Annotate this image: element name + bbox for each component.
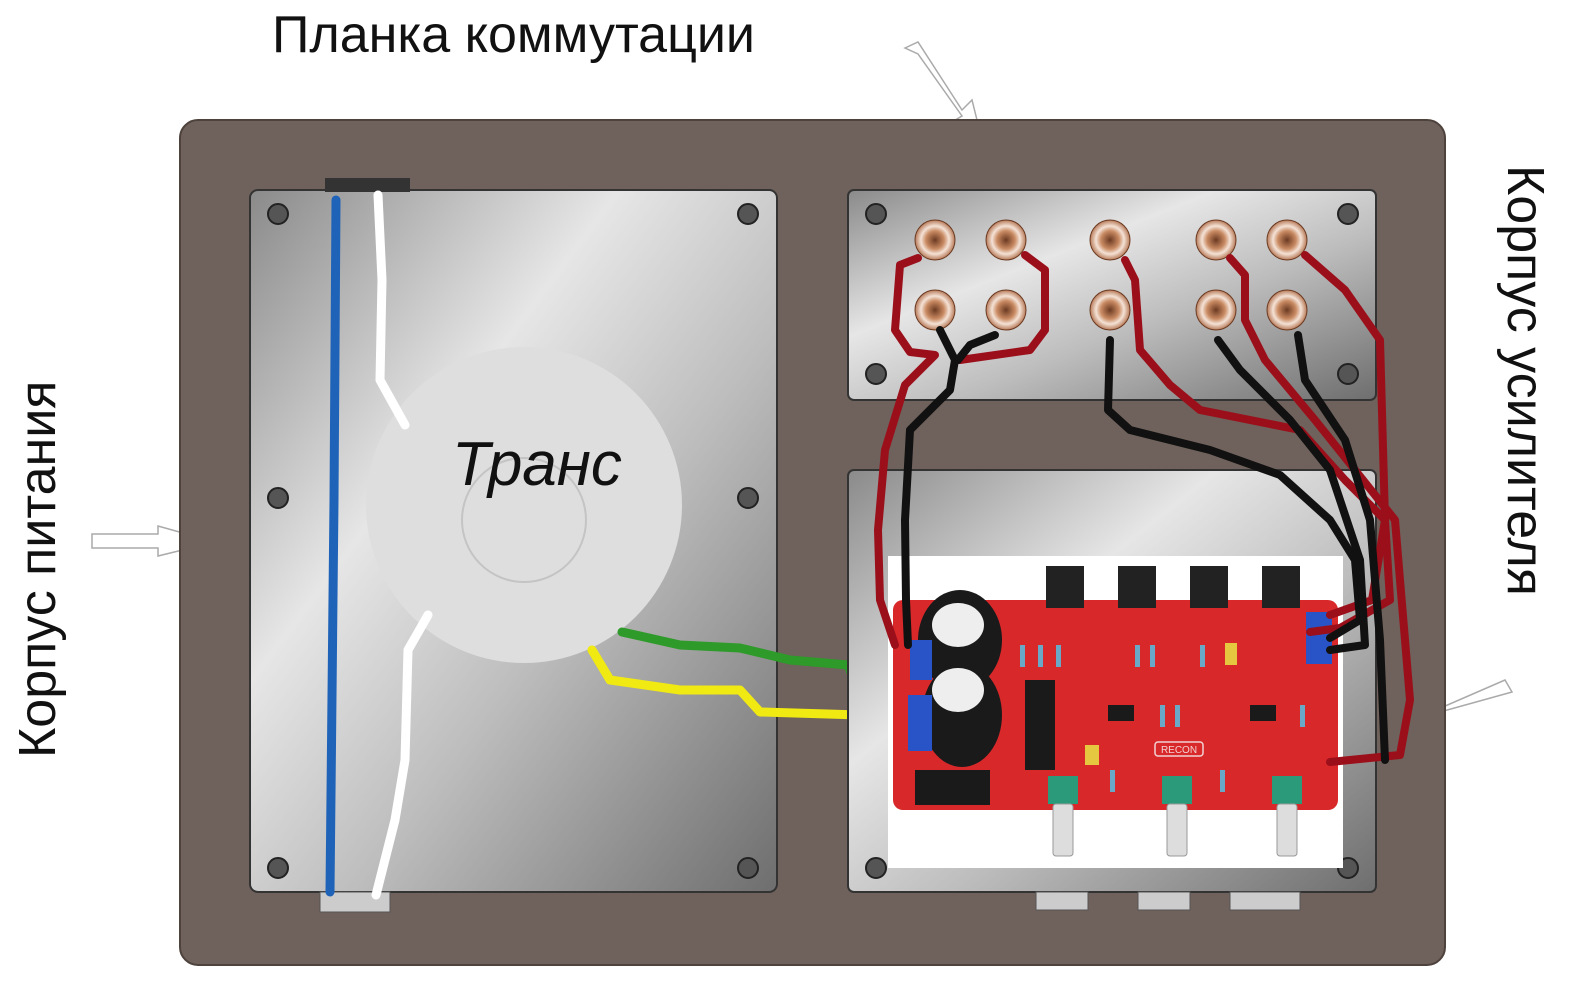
transformer — [366, 347, 682, 663]
amplifier-connectors — [1035, 891, 1301, 911]
amplifier-pcb: RECON — [893, 566, 1338, 857]
pcb-brand-label: RECON — [1161, 745, 1197, 756]
wire-blue — [325, 195, 341, 897]
rca-jacks — [914, 219, 1308, 331]
top-label: Планка коммутации — [272, 6, 755, 64]
black-wires — [901, 326, 1389, 764]
power-panel-screws — [267, 203, 759, 879]
wire-white-top — [373, 190, 410, 430]
right-label: Корпус усилителя — [1496, 165, 1554, 596]
transformer-core — [461, 457, 587, 583]
switching-panel-screws — [865, 203, 1359, 385]
red-wires — [874, 251, 1414, 766]
wire-white-bottom — [371, 610, 433, 900]
left-label: Корпус питания — [9, 381, 67, 758]
transformer-label: Транс — [452, 430, 622, 499]
power-switch — [325, 178, 410, 192]
